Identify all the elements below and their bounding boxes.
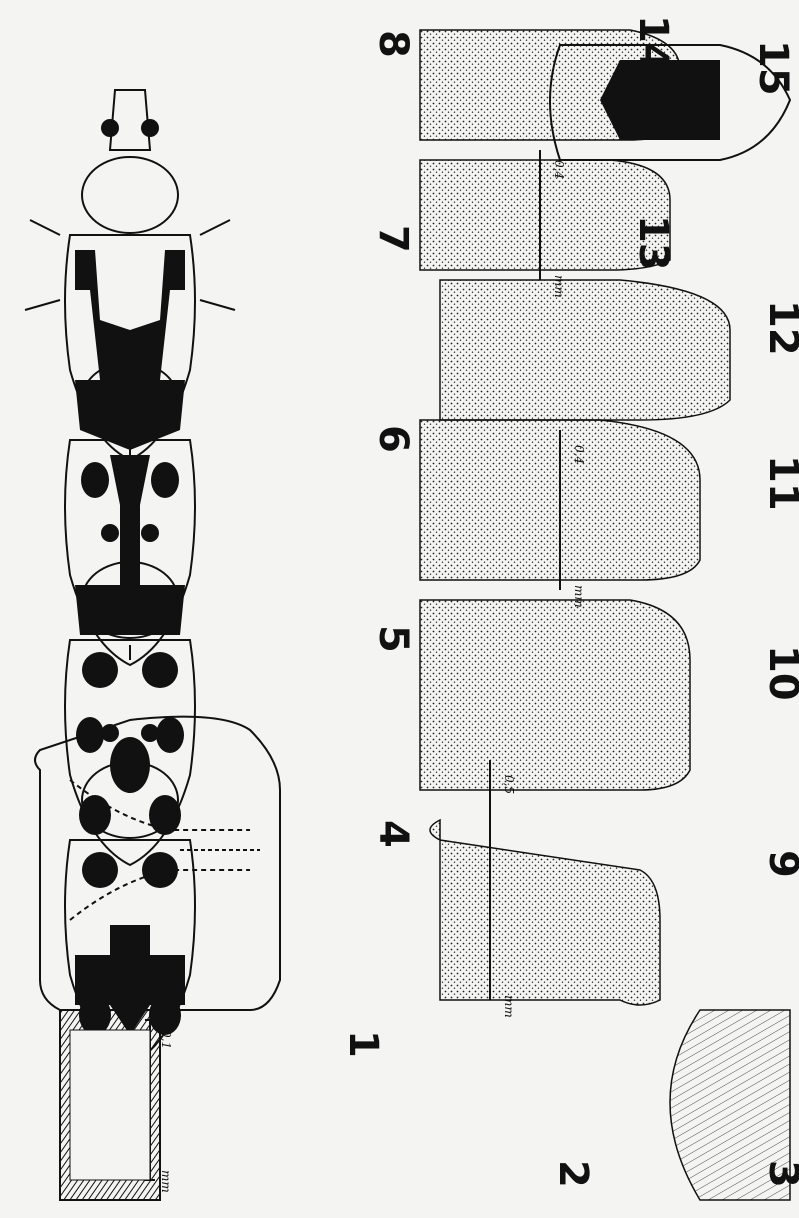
elytron-tip-figure-1	[60, 1010, 160, 1200]
aedeagus-figure-12	[440, 280, 730, 420]
figure-number-14: 14	[630, 15, 676, 71]
figure-number-12: 12	[760, 300, 799, 356]
figure-number-8: 8	[370, 30, 416, 58]
figure-number-7: 7	[370, 225, 416, 253]
figure-number-3: 3	[760, 1160, 799, 1188]
scale-unit-1: mm	[159, 1170, 173, 1193]
figure-number-2: 2	[550, 1160, 596, 1188]
aedeagus-figure-9	[430, 820, 660, 1005]
scale-value-2: 0,5	[502, 775, 516, 794]
aedeagus-figure-10	[420, 600, 690, 790]
scale-value-1: 0,1	[159, 1030, 173, 1049]
figure-number-11: 11	[760, 455, 799, 511]
scale-unit-2: mm	[502, 995, 516, 1018]
figure-number-10: 10	[760, 645, 799, 701]
scale-unit-4: mm	[552, 275, 566, 298]
figure-number-4: 4	[370, 820, 416, 848]
figure-number-15: 15	[750, 40, 796, 96]
figure-number-1: 1	[340, 1030, 386, 1058]
scale-unit-3: mm	[572, 585, 586, 608]
figure-number-9: 9	[760, 850, 799, 878]
figure-number-13: 13	[630, 215, 676, 271]
scale-value-3: 0,4	[572, 445, 586, 464]
scale-value-4: 0,4	[552, 160, 566, 179]
beetle-figure-8	[25, 90, 235, 460]
figure-number-6: 6	[370, 425, 416, 453]
figure-number-5: 5	[370, 625, 416, 653]
